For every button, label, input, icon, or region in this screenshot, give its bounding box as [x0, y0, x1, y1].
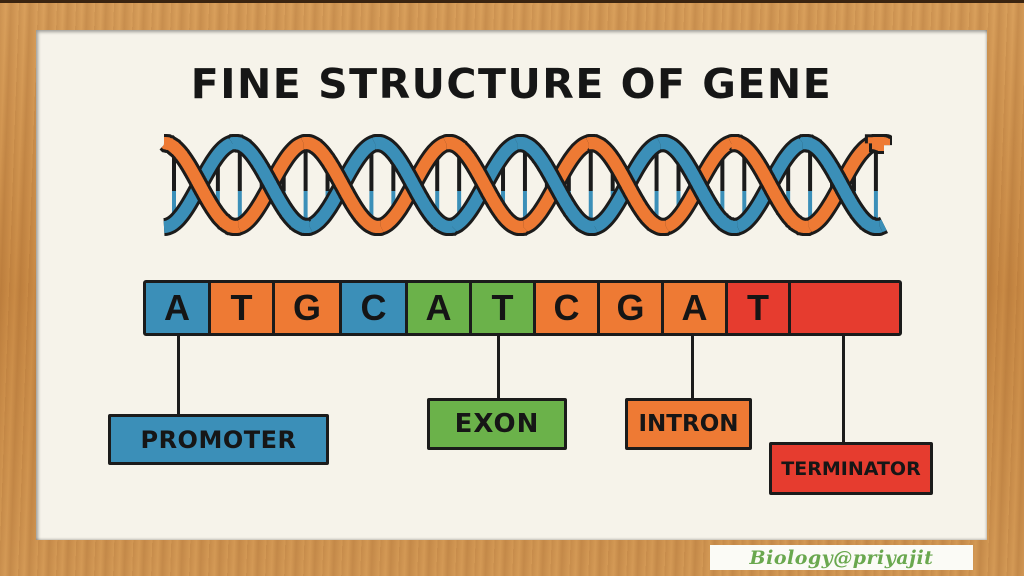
terminator-label: TERMINATOR: [769, 442, 933, 495]
sequence-cell: A: [664, 283, 728, 333]
promoter-label-text: PROMOTER: [140, 425, 297, 454]
terminator-label-text: TERMINATOR: [781, 457, 921, 480]
helix-strands: [159, 133, 892, 237]
diagram-title: FINE STRUCTURE OF GENE: [190, 60, 833, 108]
sequence-cell: T: [211, 283, 275, 333]
exon-label: EXON: [427, 398, 567, 450]
sequence-cell: C: [342, 283, 408, 333]
exon-connector-line: [497, 333, 500, 399]
sequence-cell: A: [146, 283, 211, 333]
intron-connector-line: [691, 333, 694, 399]
sequence-cell: T: [472, 283, 536, 333]
intron-label-text: INTRON: [638, 411, 739, 437]
sequence-cell: T: [728, 283, 791, 333]
sequence-cell: G: [600, 283, 664, 333]
intron-label: INTRON: [625, 398, 752, 450]
sequence-cell: A: [408, 283, 472, 333]
watermark-credit: Biology@priyajit: [710, 545, 973, 570]
promoter-connector-line: [177, 333, 180, 415]
terminator-connector-line: [842, 333, 845, 443]
exon-label-text: EXON: [454, 409, 540, 439]
promoter-label: PROMOTER: [108, 414, 329, 465]
sequence-cell: C: [536, 283, 600, 333]
sequence-cell: G: [275, 283, 342, 333]
dna-double-helix-icon: [159, 133, 892, 237]
sequence-cell: [791, 283, 899, 333]
